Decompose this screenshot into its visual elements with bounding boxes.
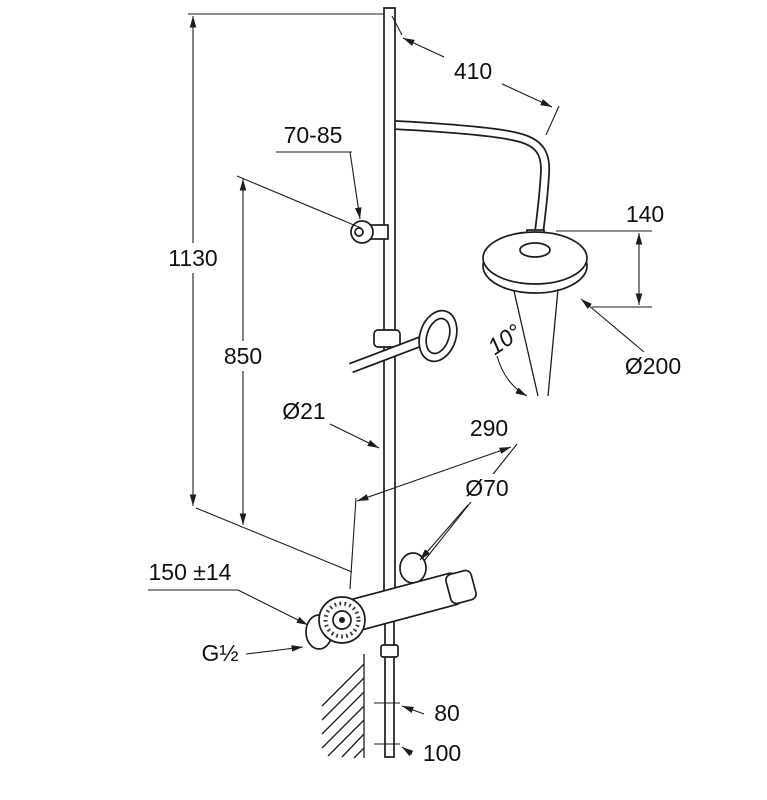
dim-total-height-label: 1130 [168, 245, 217, 271]
head-drop-extension-lines [556, 230, 652, 308]
dimension-pipe-diameter: Ø21 [282, 398, 380, 449]
dimension-total-height: 1130 [164, 13, 384, 573]
dim-bracket-range-label: 70-85 [284, 122, 343, 148]
hand-shower-head-face [425, 317, 451, 355]
dim-escutcheon-diameter-label: Ø70 [465, 475, 508, 501]
dim-bracket-height-label: 850 [224, 343, 262, 369]
hand-shower-handle-fill [349, 337, 424, 372]
offset-extension-lines [349, 443, 518, 590]
thread-leader [245, 645, 304, 655]
dimension-connection-spacing: 150 ±14 [148, 559, 309, 626]
wall-hatching [321, 663, 365, 759]
dimension-bracket-height: 850 [216, 175, 362, 525]
total-height-label-mask [164, 243, 222, 273]
arm-length-extension-lines [391, 15, 560, 136]
pipe-diameter-leader [329, 423, 380, 449]
dimension-thread: G½ [201, 640, 304, 666]
dimension-wall-distance-lower: 100 [374, 740, 461, 766]
dimension-head-drop: 140 [556, 201, 664, 308]
wall-distance-upper-leader [401, 705, 425, 715]
dim-connection-spacing-label: 150 ±14 [149, 559, 232, 585]
wall-distance-lower-leader [401, 746, 414, 757]
dim-wall-distance-upper-label: 80 [434, 700, 460, 726]
bracket-height-extension-line [236, 175, 362, 229]
dim-offset-label: 290 [470, 415, 508, 441]
bracket-range-leader [349, 151, 362, 220]
shower-arm-fill [394, 121, 549, 234]
connection-spacing-leader [237, 589, 309, 626]
dim-head-diameter-label: Ø200 [625, 353, 681, 379]
dim-wall-distance-lower-label: 100 [423, 740, 461, 766]
dim-thread-label: G½ [201, 640, 238, 666]
bracket-height-label-mask [216, 341, 270, 371]
arm-length-label-mask [444, 56, 502, 85]
dim-arm-length-label: 410 [454, 58, 492, 84]
spray-cone-lines [513, 288, 559, 397]
pipe-coupling [380, 644, 399, 658]
dim-spray-angle-label: 10° [483, 319, 526, 360]
right-handle [445, 569, 477, 605]
offset-dim-line [356, 446, 512, 502]
escutcheon-diameter-label-mask [456, 474, 518, 502]
dim-pipe-diameter-label: Ø21 [282, 398, 325, 424]
dimension-wall-distance-upper: 80 [374, 700, 460, 726]
dimension-arm-length: 410 [391, 15, 560, 136]
spray-angle-arc-arrow [496, 355, 528, 397]
wall-bracket-hub [354, 227, 364, 237]
shower-rail-pipe [383, 7, 396, 601]
total-height-extension-lines [188, 13, 384, 573]
head-inner-ring [519, 242, 551, 258]
dimension-escutcheon-diameter: Ø70 [419, 474, 518, 561]
hand-shower-head [418, 309, 458, 363]
dimension-annotations: 1130 850 70-85 410 140 [148, 13, 681, 766]
dimension-spray-angle: 10° [483, 319, 528, 397]
dimension-offset: 290 [349, 415, 518, 590]
dimension-head-diameter: Ø200 [580, 298, 681, 379]
shower-system-illustration [305, 7, 588, 759]
head-diameter-leader [580, 298, 645, 353]
dimension-bracket-range: 70-85 [276, 122, 362, 220]
escutcheon-diameter-leader [419, 504, 469, 561]
rail-slider [373, 329, 401, 348]
temperature-handle-dot [339, 617, 345, 623]
head-top [482, 231, 588, 285]
temperature-handle-grip-ring [323, 601, 361, 639]
dim-head-drop-label: 140 [626, 201, 664, 227]
